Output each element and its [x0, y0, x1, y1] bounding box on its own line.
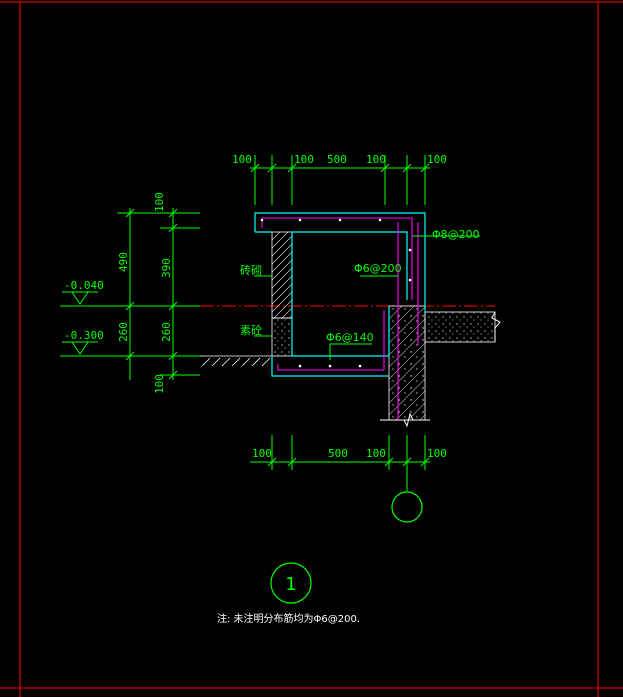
- left-outer-dim-260: 260: [117, 322, 130, 342]
- top-dim-1: 100: [232, 153, 252, 166]
- top-dim-2: 100: [294, 153, 314, 166]
- top-dim-3: 500: [327, 153, 347, 166]
- left-dimension-chains: [117, 208, 200, 380]
- left-inner-dim-390: 390: [160, 258, 173, 278]
- left-inner-dim-260: 260: [160, 322, 173, 342]
- elevation-label-bottom: -0.300: [64, 329, 104, 342]
- left-inner-dim-100: 100: [153, 192, 166, 212]
- bottom-dim-4: 100: [427, 447, 447, 460]
- elevation-label-top: -0.040: [64, 279, 104, 292]
- axis-bubble: [391, 491, 423, 523]
- brick-wall: [271, 231, 293, 357]
- rebar-label-side: Φ6@200: [354, 262, 402, 275]
- rebar-label-top: Φ8@200: [432, 228, 480, 241]
- bottom-dimension-chain: [250, 435, 430, 491]
- left-outer-dim-490: 490: [117, 252, 130, 272]
- bottom-dim-2: 500: [328, 447, 348, 460]
- ground-line: [200, 355, 272, 367]
- material-label: 素砼: [240, 324, 262, 337]
- left-dim-100-bottom: 100: [153, 374, 166, 394]
- top-dimension-chain: [250, 155, 430, 205]
- rebar-lines: [261, 217, 419, 420]
- elevation-marker-top: [60, 291, 200, 307]
- bottom-dim-1: 100: [252, 447, 272, 460]
- detail-mark-number: 1: [285, 574, 296, 595]
- top-dim-4: 100: [366, 153, 386, 166]
- leader-lines: [254, 235, 480, 360]
- detail-mark-circle: [270, 562, 312, 604]
- concrete-wall: [380, 305, 501, 428]
- rebar-dots: [260, 218, 412, 368]
- rebar-label-bottom: Φ6@140: [326, 331, 374, 344]
- slab-outline: [254, 212, 426, 377]
- brick-wall-label: 砖砌: [240, 263, 262, 277]
- top-dim-5: 100: [427, 153, 447, 166]
- elevation-marker-bottom: [60, 341, 200, 357]
- bottom-dim-3: 100: [366, 447, 386, 460]
- general-note: 注: 未注明分布筋均为Φ6@200.: [217, 612, 360, 625]
